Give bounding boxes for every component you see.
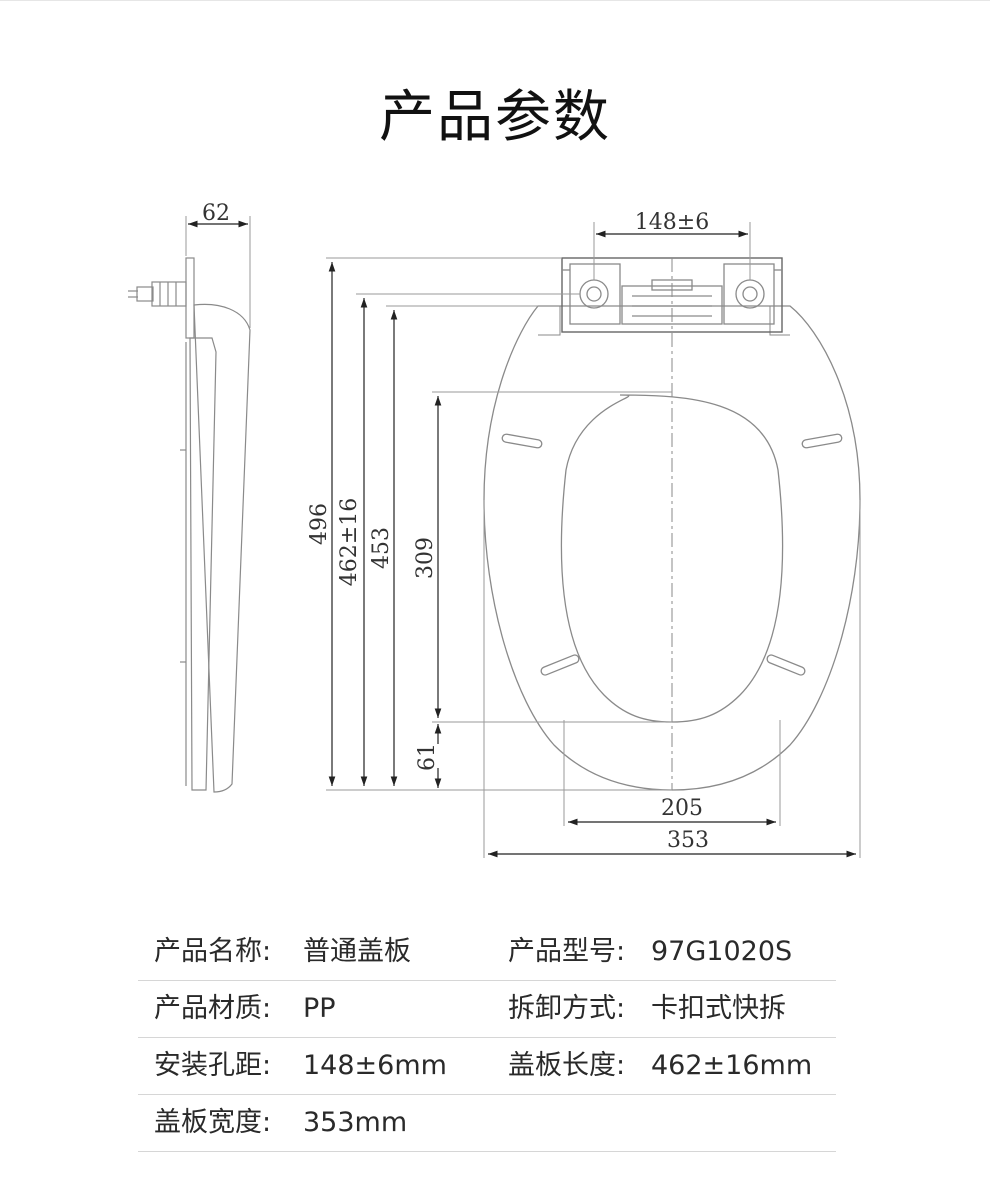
dim-height-453-label: 453 <box>369 527 394 569</box>
spec-value: 卡扣式快拆 <box>651 993 786 1024</box>
spec-row: 产品材质: PP 拆卸方式: 卡扣式快拆 <box>138 981 836 1038</box>
dimension-lines <box>188 220 856 858</box>
spec-table: 产品名称: 普通盖板 产品型号: 97G1020S 产品材质: PP 拆卸方式:… <box>138 924 836 1152</box>
spec-value: 462±16mm <box>651 1050 813 1081</box>
spec-value: 353mm <box>303 1107 408 1138</box>
spec-label: 产品材质: <box>154 993 272 1024</box>
dim-seat-width-label: 353 <box>667 828 709 853</box>
spec-row: 安装孔距: 148±6mm 盖板长度: 462±16mm <box>138 1038 836 1095</box>
spec-label: 产品名称: <box>154 936 272 967</box>
spec-row: 盖板宽度: 353mm <box>138 1095 836 1152</box>
spec-value: 普通盖板 <box>303 936 411 967</box>
spec-row: 产品名称: 普通盖板 产品型号: 97G1020S <box>138 924 836 981</box>
extension-lines <box>185 216 861 858</box>
spec-label: 盖板长度: <box>508 1050 626 1081</box>
side-view <box>128 257 251 793</box>
top-divider <box>0 0 990 1</box>
spec-label: 产品型号: <box>508 936 626 967</box>
spec-label: 安装孔距: <box>154 1050 272 1081</box>
page-title: 产品参数 <box>379 85 611 150</box>
dim-width-top-label: 62 <box>202 201 230 226</box>
dim-hole-spacing-label: 148±6 <box>635 210 709 235</box>
spec-value: PP <box>303 993 336 1024</box>
spec-value: 148±6mm <box>303 1050 447 1081</box>
spec-label: 拆卸方式: <box>508 993 626 1024</box>
spec-value: 97G1020S <box>651 936 793 967</box>
spec-label: 盖板宽度: <box>154 1107 272 1138</box>
dim-bottom-offset-label: 61 <box>415 743 440 771</box>
dim-height-total-label: 496 <box>307 503 332 545</box>
dimension-drawing: 62 148±6 496 462±16 453 309 61 205 353 <box>128 201 861 858</box>
top-view <box>483 257 861 791</box>
dim-opening-length-label: 309 <box>413 537 438 579</box>
dim-height-seat-label: 462±16 <box>337 498 362 586</box>
dim-opening-width-label: 205 <box>661 796 703 821</box>
